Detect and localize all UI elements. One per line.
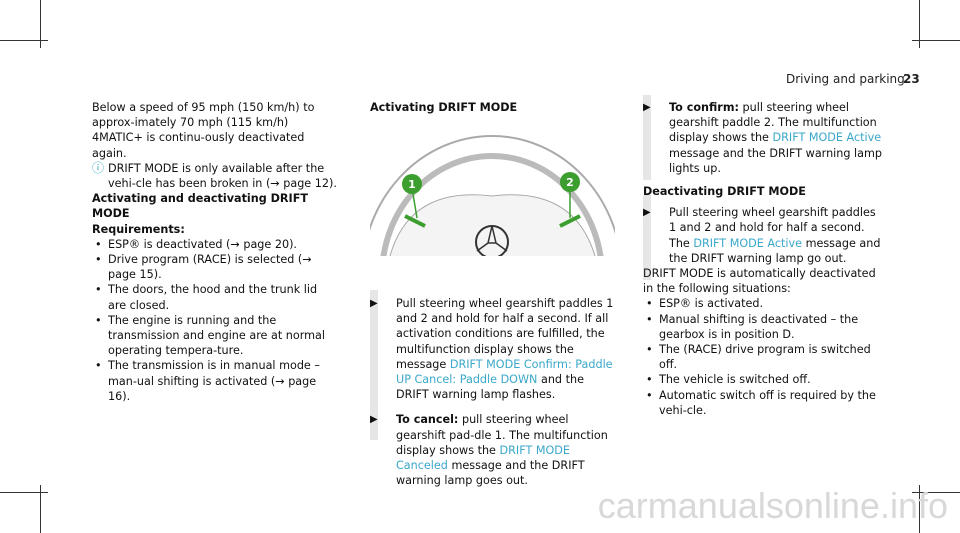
step-bar (643, 95, 651, 180)
auto-deactivate-list: ESP® is activated. Manual shifting is de… (643, 296, 883, 418)
crop-mark (919, 485, 920, 533)
auto-deactivate-text: DRIFT MODE is automatically deactivated … (643, 267, 876, 296)
note: ⓘ DRIFT MODE is only available after the… (92, 160, 337, 191)
crop-mark (919, 0, 920, 48)
page-number: 23 (903, 72, 920, 86)
middle-column: Activating DRIFT MODE (370, 100, 620, 115)
steering-wheel-icon: 1 2 (370, 135, 615, 256)
right-column: ▶ To confirm: pull steering wheel gearsh… (643, 100, 883, 418)
step-arrow-icon: ▶ (370, 414, 378, 426)
list-item: Manual shifting is deactivated – the gea… (643, 312, 883, 342)
step-activate: ▶ Pull steering wheel gearshift paddles … (370, 297, 614, 402)
crop-mark (40, 0, 41, 48)
info-icon: ⓘ (92, 160, 105, 175)
list-item: Automatic switch off is required by the … (643, 388, 883, 418)
crop-mark (40, 485, 41, 533)
step-cancel: ▶ To cancel: pull steering wheel gearshi… (370, 413, 608, 488)
list-item: The transmission is in manual mode – man… (92, 358, 337, 404)
callout-2: 2 (566, 176, 574, 189)
section-heading: Activating and deactivating DRIFT MODE (92, 192, 308, 221)
intro-text: Below a speed of 95 mph (150 km/h) to ap… (92, 101, 315, 160)
step-arrow-icon: ▶ (643, 102, 651, 113)
list-item: The doors, the hood and the trunk lid ar… (92, 282, 337, 312)
list-item: ESP® is activated. (643, 296, 883, 311)
crop-mark (912, 40, 960, 41)
left-column: Below a speed of 95 mph (150 km/h) to ap… (92, 100, 337, 404)
middle-steps: ▶ Pull steering wheel gearshift paddles … (370, 296, 620, 488)
crop-mark (0, 492, 48, 493)
step-arrow-icon: ▶ (370, 298, 378, 309)
callout-1: 1 (408, 178, 416, 191)
deactivating-heading: Deactivating DRIFT MODE (643, 185, 806, 199)
list-item: The (RACE) drive program is switched off… (643, 342, 883, 372)
activating-heading: Activating DRIFT MODE (370, 101, 518, 114)
steering-wheel-illustration: 1 2 (370, 126, 615, 256)
list-item: The vehicle is switched off. (643, 372, 883, 387)
list-item: The engine is running and the transmissi… (92, 313, 337, 359)
crop-mark (0, 40, 48, 41)
watermark: carmanualsonline.info (597, 485, 948, 526)
step-bar (370, 290, 378, 440)
step-deactivate: ▶ Pull steering wheel gearshift paddles … (643, 206, 881, 265)
list-item: Drive program (RACE) is selected (→ page… (92, 252, 337, 282)
step-arrow-icon: ▶ (643, 207, 651, 219)
step-bar (643, 195, 651, 280)
requirements-label: Requirements: (92, 222, 185, 236)
step-confirm: ▶ To confirm: pull steering wheel gearsh… (643, 101, 882, 175)
section-title: Driving and parking (786, 72, 905, 86)
crop-mark (912, 492, 960, 493)
requirements-list: ESP® is deactivated (→ page 20). Drive p… (92, 237, 337, 404)
list-item: ESP® is deactivated (→ page 20). (92, 237, 337, 252)
